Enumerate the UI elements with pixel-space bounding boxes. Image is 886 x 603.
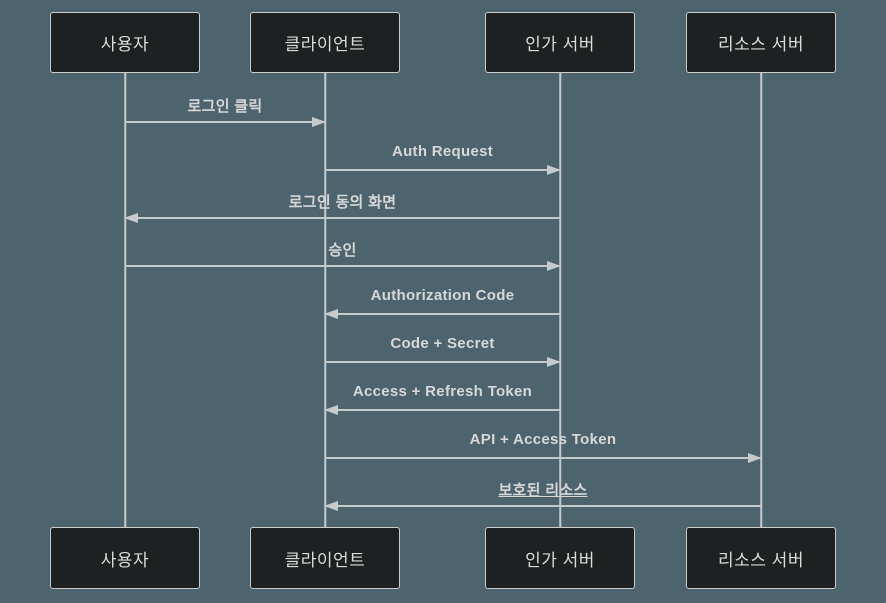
actor-label: 클라이언트 bbox=[284, 35, 366, 54]
arrowhead-right-icon bbox=[312, 117, 326, 127]
message-label: Authorization Code bbox=[370, 287, 515, 304]
actor-label: 리소스 서버 bbox=[718, 35, 804, 54]
message-code-secret: Code + Secret bbox=[325, 335, 561, 367]
lifeline-resource-server bbox=[760, 73, 762, 527]
arrowhead-right-icon bbox=[748, 453, 762, 463]
message-label: API + Access Token bbox=[469, 431, 617, 448]
message-line bbox=[125, 117, 326, 127]
arrowhead-left-icon bbox=[124, 213, 138, 223]
message-label: 로그인 동의 화면 bbox=[288, 194, 397, 211]
message-approve: 승인 bbox=[125, 239, 561, 271]
message-label: Auth Request bbox=[391, 143, 494, 160]
message-line bbox=[324, 405, 560, 415]
lifeline-client bbox=[324, 73, 326, 527]
actor-box-client-top: 클라이언트 bbox=[250, 12, 400, 73]
actor-box-user-top: 사용자 bbox=[50, 12, 200, 73]
actor-box-user-bottom: 사용자 bbox=[50, 527, 200, 589]
message-line bbox=[325, 453, 762, 463]
arrowhead-right-icon bbox=[547, 357, 561, 367]
lifeline-user bbox=[124, 73, 126, 527]
message-login-click: 로그인 클릭 bbox=[125, 95, 326, 127]
actor-box-resource-server-top: 리소스 서버 bbox=[686, 12, 836, 73]
message-line bbox=[325, 165, 561, 175]
message-line bbox=[324, 501, 761, 511]
message-auth-request: Auth Request bbox=[325, 143, 561, 175]
actor-box-resource-server-bottom: 리소스 서버 bbox=[686, 527, 836, 589]
arrowhead-left-icon bbox=[324, 405, 338, 415]
message-label: 보호된 리소스 bbox=[498, 482, 588, 499]
message-label: Code + Secret bbox=[390, 335, 495, 352]
actor-label: 리소스 서버 bbox=[718, 550, 804, 570]
arrowhead-right-icon bbox=[547, 261, 561, 271]
message-label: 승인 bbox=[328, 242, 357, 259]
message-label: Access + Refresh Token bbox=[352, 383, 533, 400]
actor-label: 인가 서버 bbox=[525, 550, 595, 570]
message-api-access-token: API + Access Token bbox=[325, 431, 762, 463]
actor-label: 사용자 bbox=[100, 550, 150, 570]
message-access-refresh-token: Access + Refresh Token bbox=[324, 383, 560, 415]
actor-label: 인가 서버 bbox=[525, 35, 595, 54]
arrowhead-right-icon bbox=[547, 165, 561, 175]
lifeline-auth-server bbox=[559, 73, 561, 527]
message-line bbox=[325, 357, 561, 367]
message-login-consent-screen: 로그인 동의 화면 bbox=[124, 191, 560, 223]
actor-box-client-bottom: 클라이언트 bbox=[250, 527, 400, 589]
actor-label: 사용자 bbox=[100, 35, 150, 54]
actor-box-auth-server-bottom: 인가 서버 bbox=[485, 527, 635, 589]
message-protected-resource: 보호된 리소스 bbox=[324, 479, 761, 511]
message-line bbox=[124, 213, 560, 223]
arrowhead-left-icon bbox=[324, 309, 338, 319]
message-authorization-code: Authorization Code bbox=[324, 287, 560, 319]
message-line bbox=[324, 309, 560, 319]
actor-box-auth-server-top: 인가 서버 bbox=[485, 12, 635, 73]
actor-label: 클라이언트 bbox=[284, 550, 366, 570]
message-label: 로그인 클릭 bbox=[187, 98, 263, 115]
message-line bbox=[125, 261, 561, 271]
arrowhead-left-icon bbox=[324, 501, 338, 511]
